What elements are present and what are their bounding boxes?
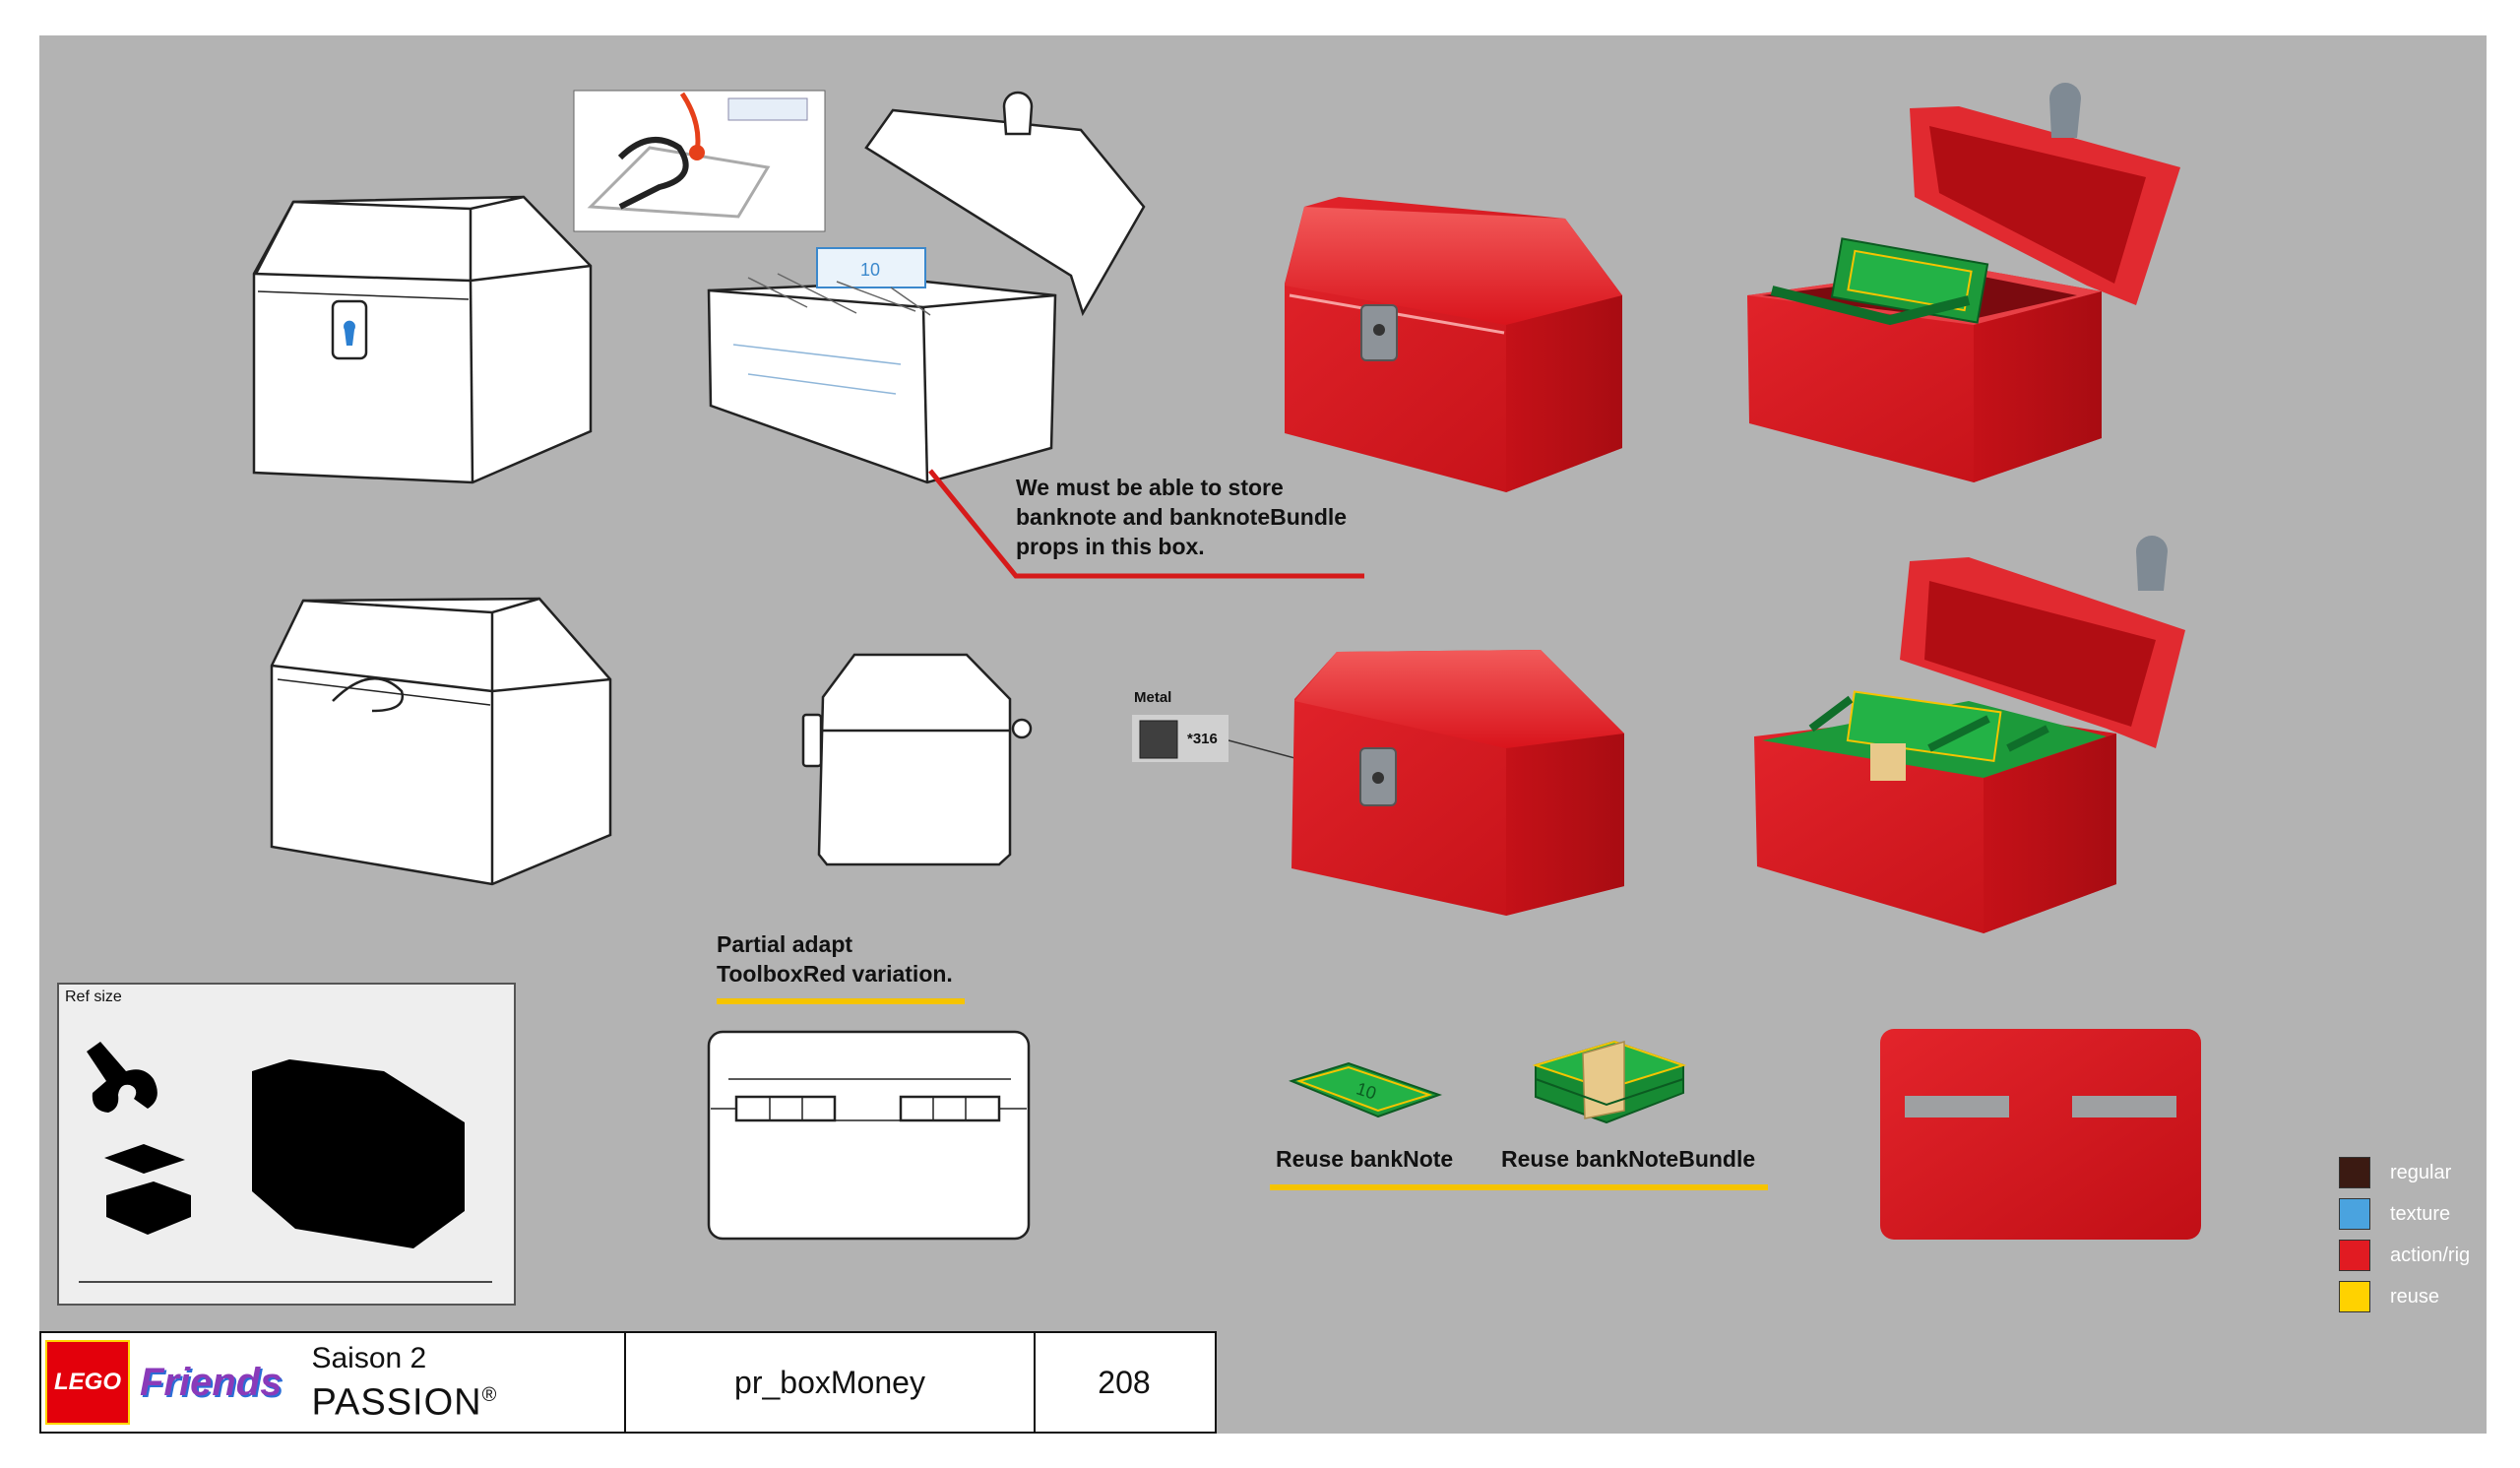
page-number-cell: 208 [1036, 1333, 1213, 1432]
storage-note: We must be able to store banknote and ba… [1016, 475, 1348, 559]
lineart-box-side [801, 653, 1033, 866]
title-brand-cell: LEGO Friends Saison 2 PASSION® [41, 1333, 626, 1432]
lego-logo: LEGO [45, 1340, 130, 1425]
red-box-open-money [1747, 83, 2180, 482]
page-number: 208 [1098, 1364, 1151, 1400]
legend-swatch-regular [2339, 1157, 2370, 1188]
reuse-banknote-label: Reuse bankNote [1276, 1146, 1454, 1172]
legend-item-action-rig: action/rig [2339, 1235, 2470, 1276]
legend-item-texture: texture [2339, 1193, 2470, 1235]
season-text: Saison 2 [311, 1342, 427, 1375]
banknote-prop: 10 [1289, 1061, 1443, 1118]
red-box-closed-angle [1292, 650, 1624, 916]
prop-name-cell: pr_boxMoney [626, 1333, 1036, 1432]
friends-logo: Friends [140, 1360, 283, 1404]
legend-swatch-reuse [2339, 1281, 2370, 1312]
legend-label-texture: texture [2390, 1202, 2451, 1225]
ref-size-panel: Ref size [57, 983, 516, 1306]
metal-code: *316 [1187, 731, 1218, 747]
season-block: Saison 2 PASSION® [311, 1342, 497, 1423]
legend-label-action-rig: action/rig [2390, 1244, 2471, 1266]
legend: regular texture action/rig reuse [2339, 1152, 2470, 1317]
storage-note-leader [928, 469, 1364, 579]
legend-item-regular: regular [2339, 1152, 2470, 1193]
rig-thumbnail [573, 90, 826, 232]
metal-label: Metal [1134, 689, 1172, 706]
legend-label-reuse: reuse [2390, 1285, 2440, 1308]
lineart-box-closed-back [270, 597, 612, 886]
ref-size-title: Ref size [65, 989, 122, 1005]
legend-item-reuse: reuse [2339, 1276, 2470, 1317]
title-block: LEGO Friends Saison 2 PASSION® pr_boxMon… [39, 1331, 1217, 1434]
lineart-box-top-view [707, 1030, 1031, 1241]
registered-mark: ® [481, 1384, 498, 1407]
series-title: PASSION® [311, 1375, 497, 1423]
metal-swatch-group [1132, 715, 1228, 762]
red-box-closed-top [1285, 197, 1622, 492]
legend-swatch-texture [2339, 1198, 2370, 1230]
adapt-note: Partial adapt ToolboxRed variation. [717, 931, 953, 987]
ref-size-silhouettes [79, 1042, 492, 1283]
legend-label-regular: regular [2390, 1161, 2452, 1183]
banknote-bundle-prop [1532, 1040, 1687, 1124]
series-name: PASSION [311, 1381, 482, 1424]
lineart-box-closed-front [252, 195, 593, 484]
svg-text:10: 10 [860, 260, 880, 280]
legend-swatch-action-rig [2339, 1240, 2370, 1271]
lineart-box-open: 10 [707, 91, 1146, 484]
reuse-bundle-label: Reuse bankNoteBundle [1501, 1146, 1756, 1172]
metal-color-swatch [1139, 720, 1178, 759]
red-box-open-full [1754, 536, 2185, 933]
red-texture-swatch [1880, 1029, 2201, 1240]
prop-name: pr_boxMoney [734, 1364, 925, 1400]
